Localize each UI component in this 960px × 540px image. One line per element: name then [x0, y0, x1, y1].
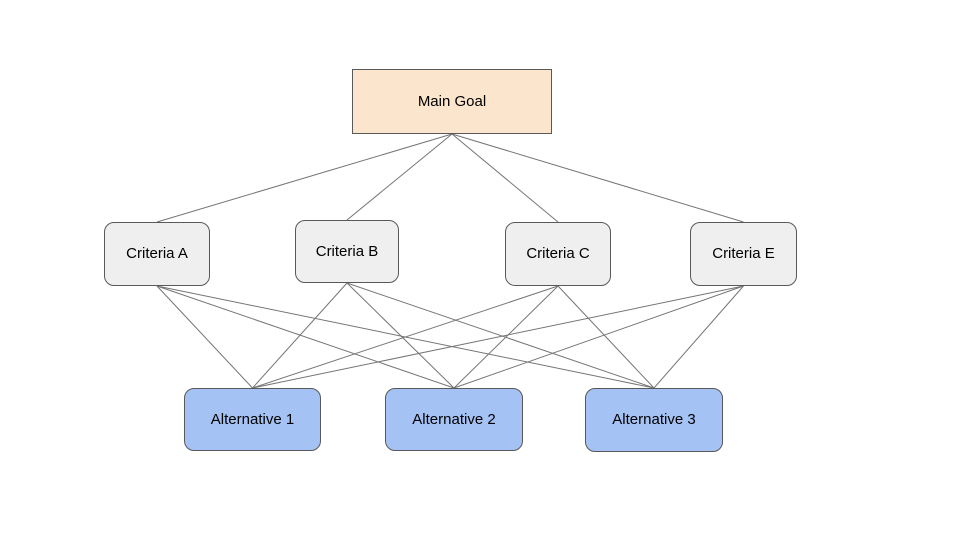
criteria-b-node: Criteria B [295, 220, 399, 283]
goal-node: Main Goal [352, 69, 552, 134]
criteria-b-node-label: Criteria B [315, 242, 379, 260]
criteria-e-node-label: Criteria E [712, 245, 775, 262]
goal-node-label: Main Goal [417, 92, 487, 110]
criteria-a-node-label: Criteria A [126, 245, 188, 262]
alternative-1-node-label: Alternative 1 [210, 410, 295, 428]
criteria-c-node: Criteria C [505, 222, 611, 286]
alternative-2-node: Alternative 2 [385, 388, 523, 451]
alternative-2-node-label: Alternative 2 [412, 410, 496, 428]
criteria-c-node-label: Criteria C [526, 245, 590, 262]
criteria-e-node: Criteria E [690, 222, 797, 286]
alternative-1-node: Alternative 1 [184, 388, 321, 451]
alternative-3-node: Alternative 3 [585, 388, 723, 452]
alternative-3-node-label: Alternative 3 [612, 411, 696, 428]
criteria-a-node: Criteria A [104, 222, 210, 286]
